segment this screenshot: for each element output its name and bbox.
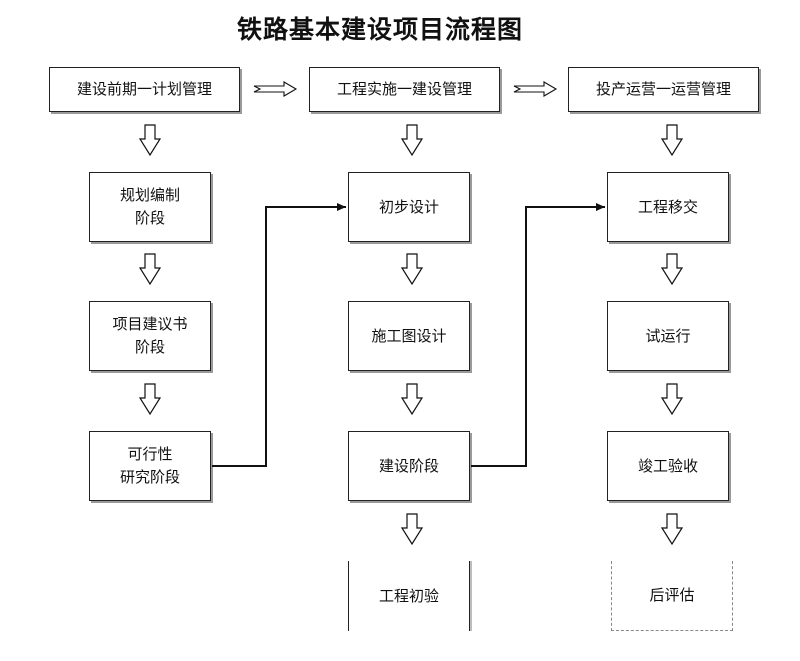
diagram-title: 铁路基本建设项目流程图	[236, 15, 523, 44]
step-label: 试运行	[645, 326, 691, 345]
step-label: 后评估	[649, 586, 695, 604]
step-label: 竣工验收	[637, 456, 698, 475]
down-arrow-2-1	[401, 124, 423, 156]
step-project-handover: 工程移交	[607, 172, 729, 242]
step-trial-operation: 试运行	[607, 301, 729, 371]
down-arrow-1-3	[139, 383, 161, 415]
step-proposal-stage: 项目建议书阶段	[89, 301, 211, 371]
phase-label: 工程实施一建设管理	[336, 80, 472, 98]
down-arrow-2-2	[401, 253, 423, 285]
step-label: 工程初验	[378, 586, 439, 605]
step-label: 阶段	[134, 338, 165, 356]
down-arrow-2-3	[401, 383, 423, 415]
phase-flow-arrow-1	[253, 81, 297, 97]
step-label: 研究阶段	[119, 468, 180, 486]
down-arrow-1-1	[139, 124, 161, 156]
step-label: 规划编制	[119, 186, 180, 204]
down-arrow-3-1	[661, 124, 683, 156]
phase-box-pre-construction: 建设前期一计划管理	[49, 67, 240, 112]
step-construction-drawing-design: 施工图设计	[348, 301, 470, 371]
step-completion-acceptance: 竣工验收	[607, 431, 729, 501]
step-post-evaluation: 后评估	[611, 561, 733, 631]
step-feasibility-stage: 可行性研究阶段	[89, 431, 211, 501]
connector-feasibility-to-preliminary-design	[212, 203, 346, 467]
phase-box-operation: 投产运营一运营管理	[568, 67, 759, 112]
phase-label: 投产运营一运营管理	[595, 80, 731, 98]
down-arrow-3-3	[661, 383, 683, 415]
step-planning-stage: 规划编制阶段	[89, 172, 211, 242]
step-label: 阶段	[134, 209, 165, 227]
down-arrow-2-4	[401, 513, 423, 545]
down-arrow-1-2	[139, 253, 161, 285]
step-label: 施工图设计	[371, 326, 447, 345]
step-construction-stage: 建设阶段	[348, 431, 470, 501]
step-label: 项目建议书	[112, 315, 188, 333]
step-preliminary-design: 初步设计	[348, 172, 470, 242]
down-arrow-3-2	[661, 253, 683, 285]
connector-construction-to-handover	[471, 203, 605, 467]
step-initial-acceptance: 工程初验	[348, 561, 470, 631]
step-label: 初步设计	[378, 197, 439, 216]
phase-label: 建设前期一计划管理	[76, 80, 212, 98]
step-label: 工程移交	[637, 197, 698, 216]
step-label: 可行性	[127, 445, 173, 463]
down-arrow-3-4	[661, 513, 683, 545]
phase-flow-arrow-2	[513, 81, 557, 97]
phase-box-implementation: 工程实施一建设管理	[309, 67, 500, 112]
step-label: 建设阶段	[378, 456, 439, 475]
